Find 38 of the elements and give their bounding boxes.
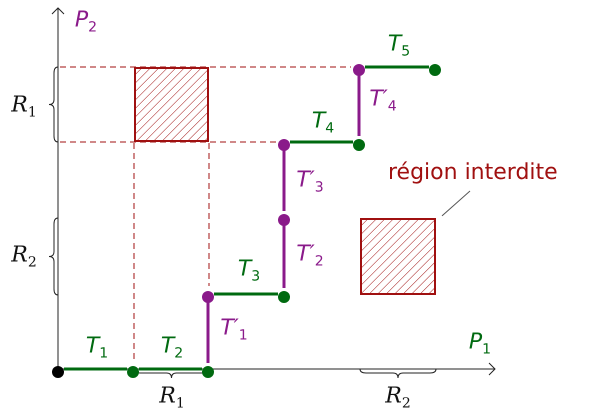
edge-label: T′$_{2}$ — [296, 243, 324, 269]
state-dot — [278, 211, 290, 223]
edge-label: T$_{3}$ — [238, 258, 260, 284]
path-segment — [214, 292, 278, 296]
edge-label: T′$_{4}$ — [369, 88, 397, 114]
path-segment — [282, 148, 286, 211]
state-dot — [353, 61, 365, 73]
path-segment — [290, 140, 353, 144]
annotation-text: région interdite — [388, 160, 558, 185]
state-dot — [202, 363, 214, 375]
path-segment — [365, 66, 429, 68]
range-label: R$_{1}$ — [11, 94, 37, 120]
range-label: R$_{1}$ — [159, 385, 185, 411]
path-segment — [64, 368, 127, 370]
edge-label: T$_{1}$ — [86, 335, 108, 361]
state-dot — [278, 288, 290, 300]
path-segment — [139, 368, 202, 370]
path-segment — [358, 73, 360, 136]
range-label: R$_{2}$ — [385, 385, 411, 411]
state-dot — [127, 363, 139, 375]
path-segment — [206, 300, 210, 363]
state-dot — [353, 136, 365, 148]
edge-label: T$_{2}$ — [160, 335, 184, 361]
state-dot — [52, 363, 64, 375]
leader-line — [442, 190, 470, 216]
forbidden-region — [134, 67, 209, 142]
axis-label: P$_{2}$ — [74, 9, 98, 35]
state-dot — [202, 288, 214, 300]
edge-label: T$_{4}$ — [312, 110, 334, 136]
path-segment — [282, 223, 286, 288]
axis-label: P$_{1}$ — [468, 331, 492, 357]
edge-label: T′$_{1}$ — [220, 317, 248, 343]
state-dot — [429, 61, 441, 73]
range-label: R$_{2}$ — [11, 244, 37, 270]
forbidden-region — [360, 218, 436, 295]
edge-label: T′$_{3}$ — [296, 169, 324, 195]
state-dot — [278, 136, 290, 148]
edge-label: T$_{5}$ — [388, 33, 410, 59]
